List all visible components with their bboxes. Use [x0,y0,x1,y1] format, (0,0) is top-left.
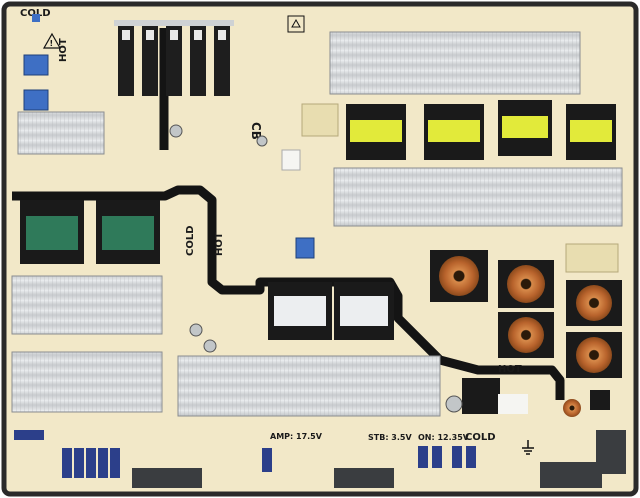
electrolytic-capacitors-bottom-center [262,446,476,472]
hot-label-right: HOT [498,364,522,375]
cold-label-top-left: COLD [20,8,51,19]
heatsink-left-upper [11,275,163,335]
bottom-connectors [132,430,626,488]
svg-text:!: ! [50,39,54,48]
heatsink-left-lower [11,351,163,413]
electrolytic-capacitors-bottom-left [14,430,120,478]
ground-symbol-icon [522,440,534,455]
green-transformers [20,200,160,264]
yellow-transformers [346,100,616,160]
on-rail-label: ON: 12.35V [418,433,470,442]
center-transistor-pair [268,282,394,340]
hot-label-mid: HOT [214,232,225,256]
high-voltage-warning-icon: ! [42,32,62,49]
stb-rail-label: STB: 3.5V [368,433,412,442]
amp-rail-label: AMP: 17.5V [270,432,323,441]
heatsink-bottom-center [177,355,441,417]
heatsink-top-right [329,31,581,95]
cb-label: CB [249,122,263,140]
mosfet-row-top [114,20,234,96]
misc-small-parts [169,103,619,417]
heatsink-middle-right [333,167,623,227]
heatsink-top-left [17,111,105,155]
copper-coils [430,250,622,378]
recycle-icon [287,15,305,33]
cold-label-bottom: COLD [465,432,496,443]
hot-label-left: HOT [58,38,69,62]
blue-capacitors-top-left [23,14,49,111]
cold-label-mid: COLD [185,225,196,256]
